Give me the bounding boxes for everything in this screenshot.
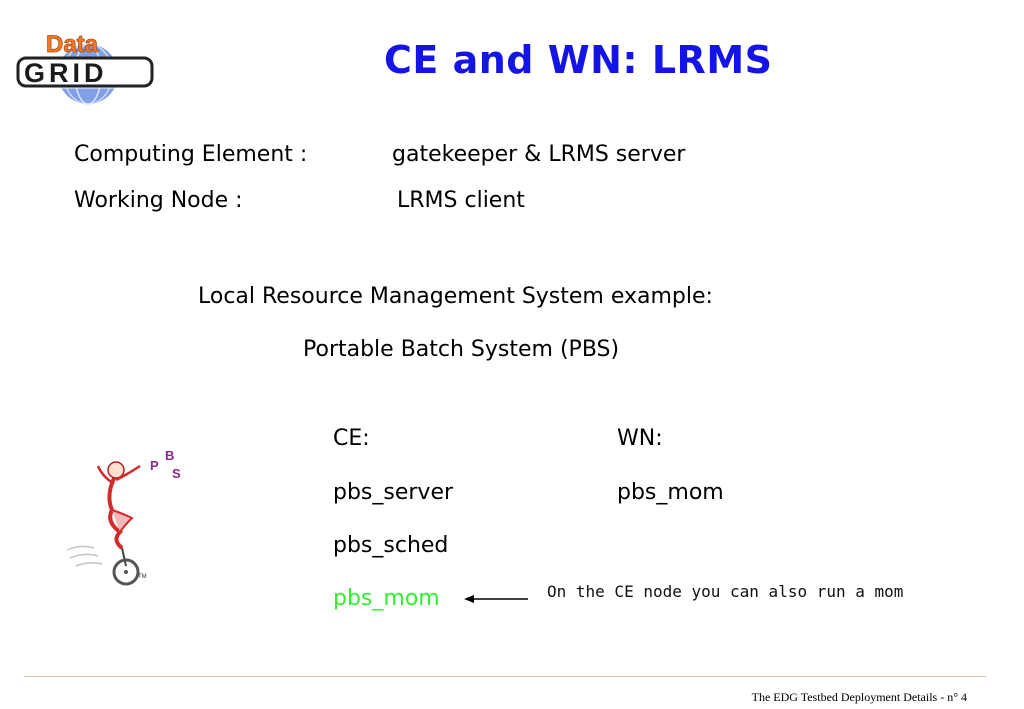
ce-item-pbs-mom: pbs_mom	[333, 586, 440, 611]
logo-word-bottom: GRID	[24, 58, 108, 88]
working-node-value: LRMS client	[397, 188, 525, 213]
pbs-name: Portable Batch System (PBS)	[303, 337, 620, 362]
ce-column-header: CE:	[333, 426, 370, 451]
computing-element-label: Computing Element :	[74, 142, 308, 167]
juggled-letter-b: B	[165, 448, 174, 463]
datagrid-logo: Data GRID	[16, 31, 154, 105]
computing-element-value: gatekeeper & LRMS server	[392, 142, 686, 167]
arrow-left-icon	[464, 595, 528, 603]
ce-mom-note: On the CE node you can also run a mom	[547, 582, 904, 601]
slide-title: CE and WN: LRMS	[384, 38, 773, 82]
juggled-letter-p: P	[150, 458, 159, 473]
lrms-example-heading: Local Resource Management System example…	[198, 284, 713, 309]
trademark-mark: TM	[138, 574, 147, 580]
working-node-label: Working Node :	[74, 188, 243, 213]
ce-item-pbs-server: pbs_server	[333, 480, 454, 505]
footer-divider	[24, 676, 986, 677]
logo-word-top: Data	[46, 31, 99, 58]
slide-footer: The EDG Testbed Deployment Details - n° …	[751, 690, 967, 704]
wn-column-header: WN:	[617, 426, 663, 451]
ce-item-pbs-sched: pbs_sched	[333, 533, 449, 558]
juggled-letter-s: S	[172, 466, 181, 481]
wn-item-pbs-mom: pbs_mom	[617, 480, 724, 505]
pbs-juggler-icon: P B S TM	[66, 448, 181, 586]
